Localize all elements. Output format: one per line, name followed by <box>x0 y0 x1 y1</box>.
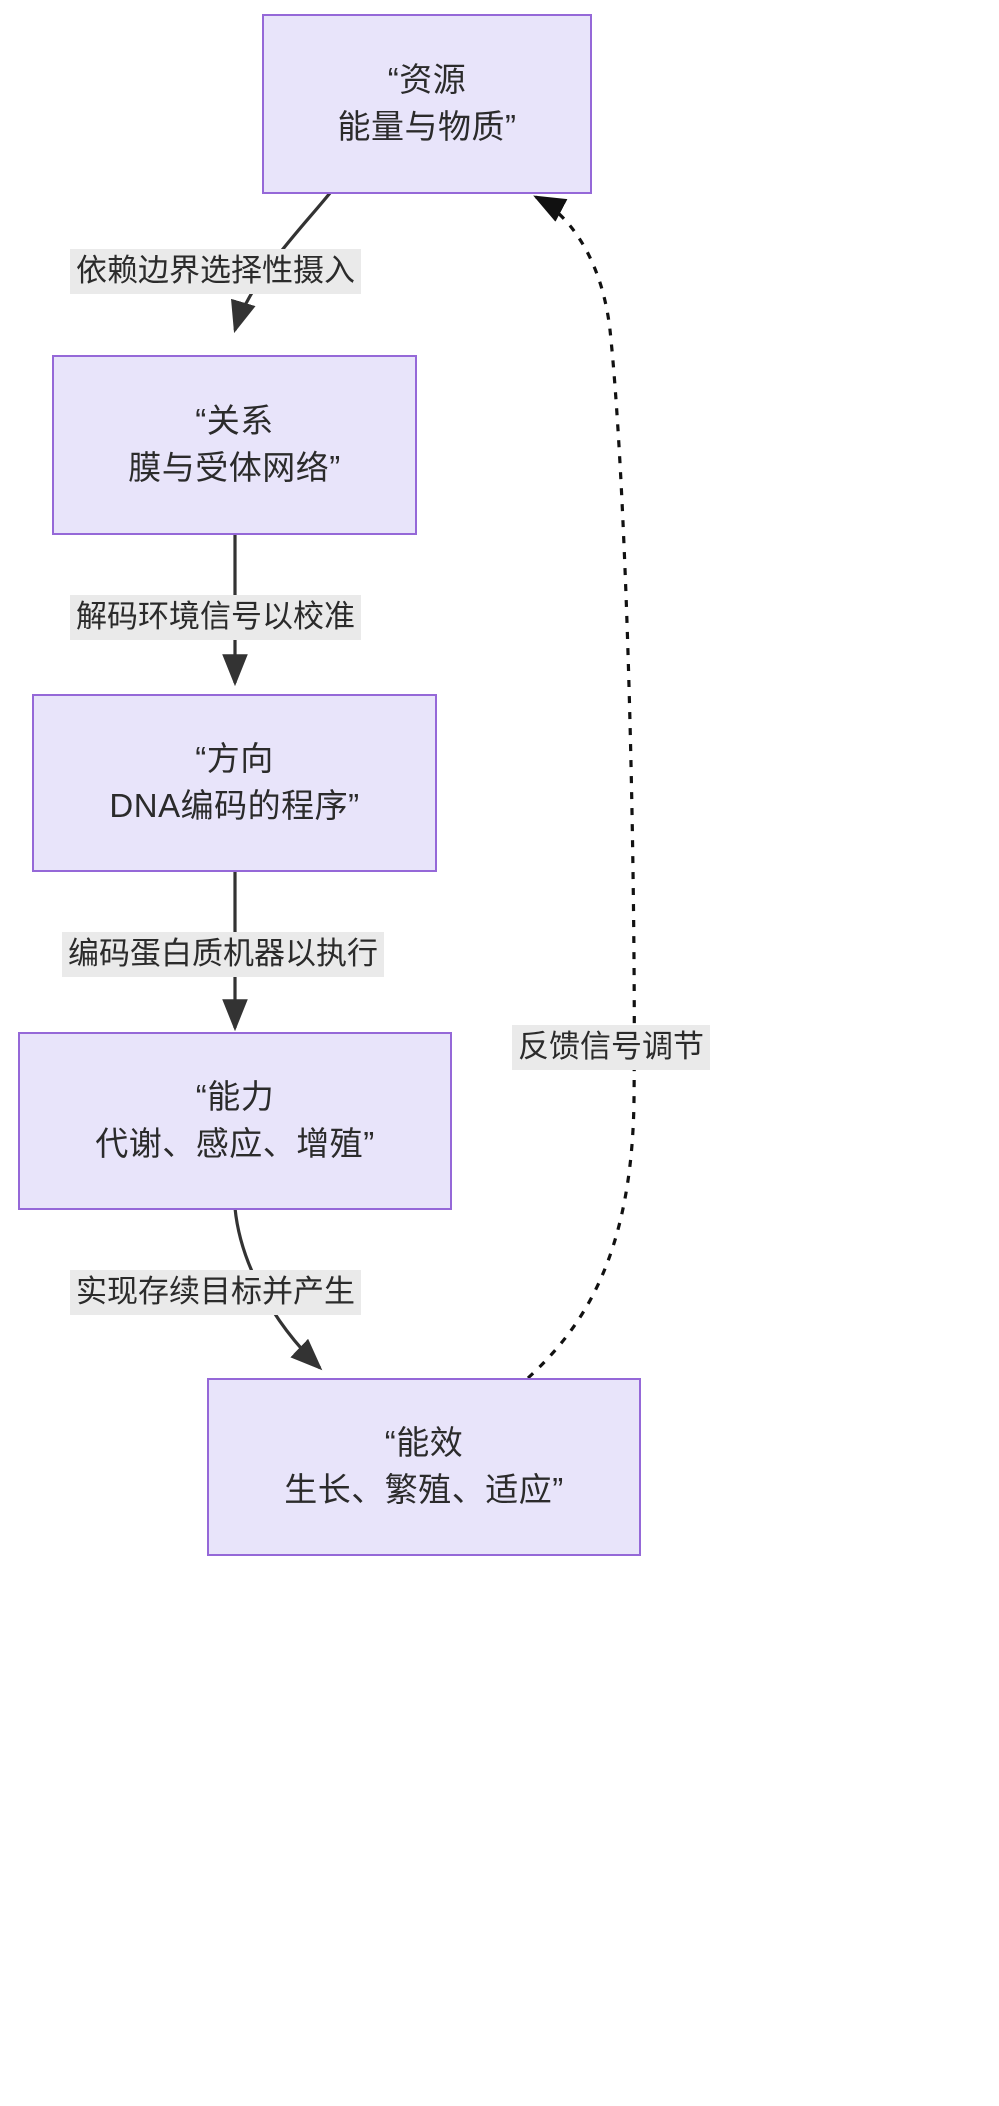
node-direction-line1: “方向 <box>195 740 274 778</box>
node-capability[interactable]: “能力 代谢、感应、增殖” <box>18 1032 452 1210</box>
node-direction-line2: DNA编码的程序” <box>109 787 360 824</box>
edge-path-efficacy-resource <box>526 195 636 1380</box>
edge-label-text: 实现存续目标并产生 <box>76 1274 355 1309</box>
node-efficacy-line1: “能效 <box>384 1424 464 1462</box>
node-resource[interactable]: “资源 能量与物质” <box>262 14 592 194</box>
edge-label-relation-direction: 解码环境信号以校准 <box>70 595 361 640</box>
edge-label-text: 编码蛋白质机器以执行 <box>68 936 378 971</box>
node-resource-line2: 能量与物质” <box>337 108 517 145</box>
edge-label-capability-efficacy: 实现存续目标并产生 <box>70 1270 361 1315</box>
edge-label-text: 依赖边界选择性摄入 <box>76 253 355 288</box>
node-relation-line1: “关系 <box>195 402 274 440</box>
node-relation-line2: 膜与受体网络” <box>128 449 341 486</box>
node-efficacy[interactable]: “能效 生长、繁殖、适应” <box>207 1378 641 1556</box>
node-resource-line1: “资源 <box>387 61 467 99</box>
edge-label-efficacy-resource: 反馈信号调节 <box>512 1025 710 1070</box>
node-efficacy-line2: 生长、繁殖、适应” <box>284 1471 564 1508</box>
node-direction[interactable]: “方向 DNA编码的程序” <box>32 694 437 872</box>
node-capability-line2: 代谢、感应、增殖” <box>95 1125 375 1162</box>
node-relation[interactable]: “关系 膜与受体网络” <box>52 355 417 535</box>
edge-label-resource-relation: 依赖边界选择性摄入 <box>70 249 361 294</box>
edge-label-text: 反馈信号调节 <box>518 1029 704 1064</box>
edge-label-direction-capability: 编码蛋白质机器以执行 <box>62 932 384 977</box>
node-capability-line1: “能力 <box>195 1078 275 1116</box>
edge-label-text: 解码环境信号以校准 <box>76 599 355 634</box>
